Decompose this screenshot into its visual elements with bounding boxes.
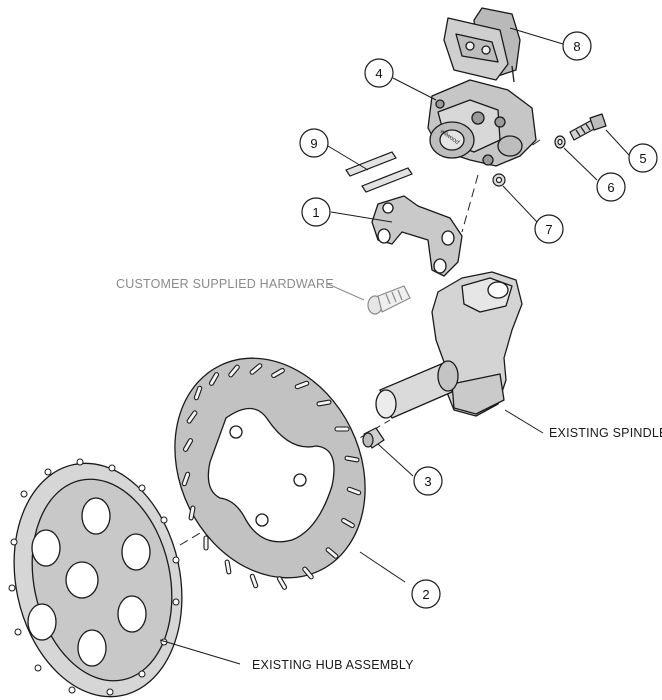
hardware-leader [327, 283, 365, 301]
callout-number: 8 [573, 39, 580, 54]
callout-2: 2 [411, 579, 441, 609]
customer-bolt [367, 285, 411, 315]
existing-spindle-label: EXISTING SPINDLE [549, 426, 662, 440]
callout-number: 9 [310, 136, 317, 151]
callout-number: 4 [375, 66, 382, 81]
callout-number: 5 [639, 151, 646, 166]
callout-number: 3 [424, 474, 431, 489]
brake-pads [443, 7, 521, 83]
callout-9: 9 [299, 128, 329, 158]
spacer-washer [492, 173, 506, 187]
caliper-bracket [371, 195, 463, 277]
hub-bolt-holes [8, 458, 180, 696]
rotor-slots [181, 363, 362, 590]
existing-hub [8, 458, 183, 698]
brake-rotor [174, 357, 366, 590]
callout-7: 7 [534, 214, 564, 244]
callout-5: 5 [628, 143, 658, 173]
callout-3: 3 [413, 466, 443, 496]
existing-spindle [375, 271, 523, 419]
callout-number: 7 [545, 222, 552, 237]
callout-1: 1 [301, 197, 331, 227]
customer-hardware-label: CUSTOMER SUPPLIED HARDWARE [116, 277, 334, 291]
washer [554, 135, 566, 149]
callout-number: 1 [312, 205, 319, 220]
caliper-bolt [569, 113, 607, 141]
callout-number: 2 [422, 587, 429, 602]
callout-8: 8 [562, 31, 592, 61]
callout-4: 4 [364, 58, 394, 88]
pad-retainer-pins [345, 151, 413, 193]
callout-number: 6 [607, 180, 614, 195]
callout-6: 6 [596, 172, 626, 202]
rotor-bolt [362, 427, 385, 449]
existing-hub-label: EXISTING HUB ASSEMBLY [252, 658, 414, 672]
caliper: wilwood [427, 79, 537, 167]
leader-lines [159, 27, 630, 665]
